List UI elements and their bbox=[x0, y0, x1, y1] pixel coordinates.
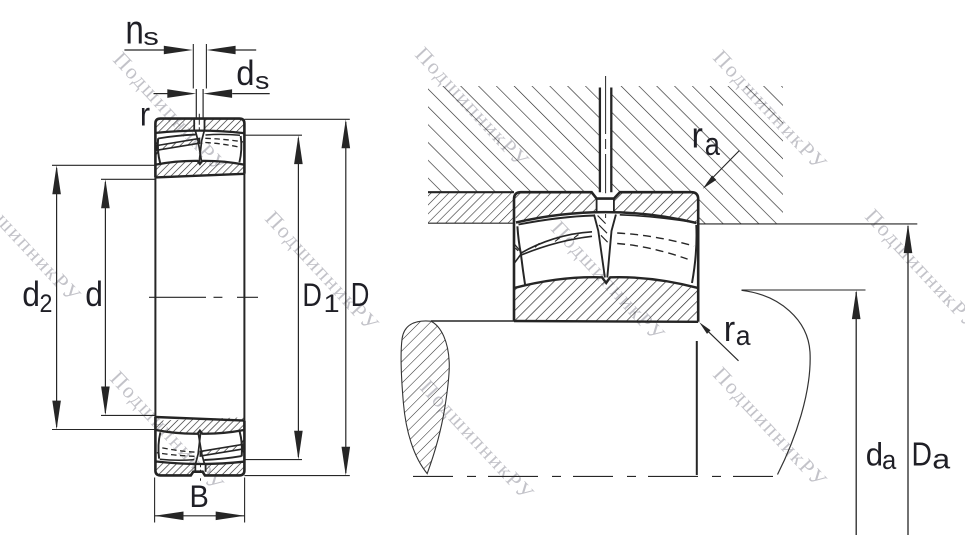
svg-text:d: d bbox=[85, 276, 103, 315]
svg-text:n: n bbox=[125, 6, 144, 52]
svg-text:s: s bbox=[143, 23, 159, 50]
svg-text:1: 1 bbox=[324, 289, 340, 318]
svg-text:D: D bbox=[351, 277, 370, 314]
svg-text:B: B bbox=[190, 480, 209, 514]
svg-text:s: s bbox=[255, 67, 269, 94]
svg-text:d: d bbox=[236, 54, 254, 93]
svg-text:r: r bbox=[692, 116, 704, 156]
svg-text:2: 2 bbox=[40, 290, 53, 318]
svg-text:r: r bbox=[140, 95, 150, 133]
svg-text:a: a bbox=[882, 444, 897, 475]
svg-text:D: D bbox=[302, 278, 321, 314]
svg-text:r: r bbox=[724, 309, 736, 349]
svg-text:a: a bbox=[932, 444, 950, 475]
svg-text:a: a bbox=[705, 127, 721, 163]
svg-text:a: a bbox=[736, 319, 752, 351]
svg-text:d: d bbox=[22, 276, 40, 315]
svg-text:d: d bbox=[866, 436, 883, 473]
svg-text:D: D bbox=[912, 435, 932, 473]
